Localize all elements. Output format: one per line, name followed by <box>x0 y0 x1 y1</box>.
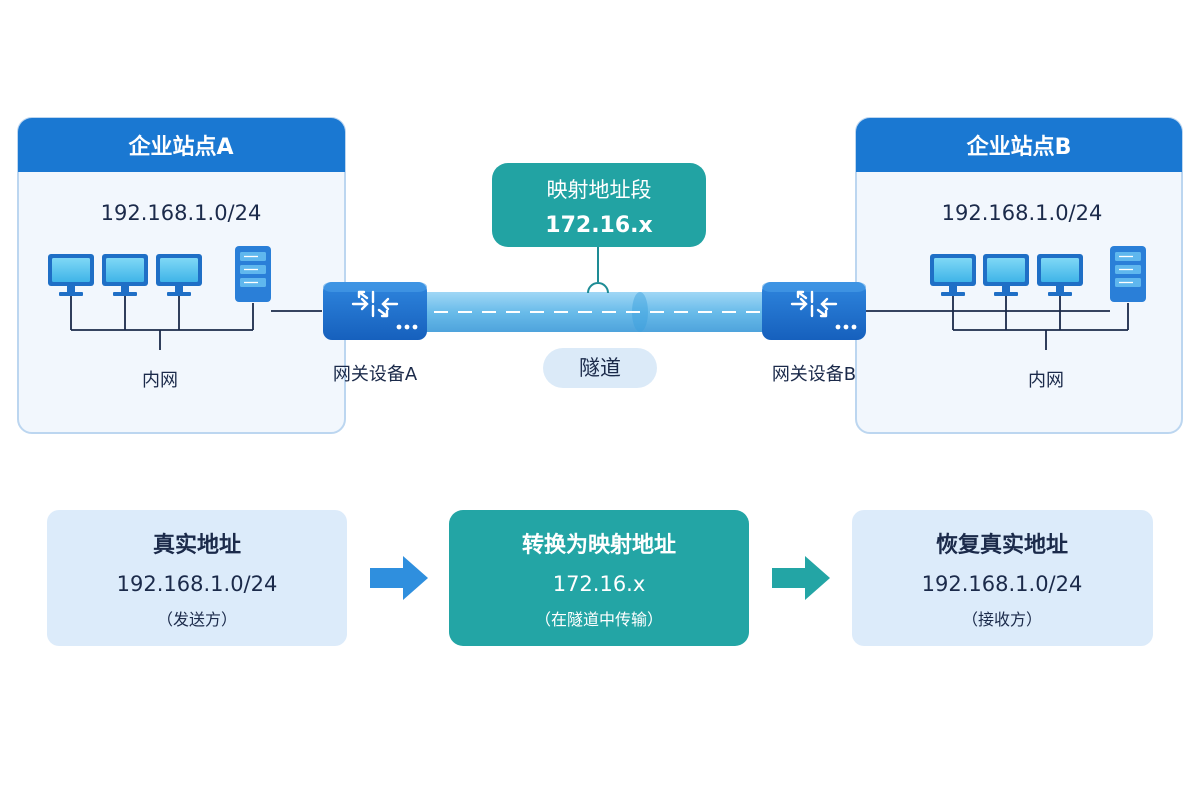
gateway-b-label: 网关设备B <box>772 364 856 385</box>
router-icon <box>760 280 868 342</box>
site-b-lan-label: 内网 <box>1028 370 1064 391</box>
tunnel: 隧道 <box>425 292 770 388</box>
site-b-subnet: 192.168.1.0/24 <box>942 201 1103 225</box>
flow-step-note: （发送方） <box>157 610 237 629</box>
mapping-callout: 映射地址段 172.16.x <box>492 163 706 294</box>
site-a-panel: 企业站点A 192.168.1.0/24 内网 <box>17 117 346 434</box>
flow-step-title: 真实地址 <box>153 532 241 558</box>
router-icon <box>321 280 429 342</box>
site-a-subnet: 192.168.1.0/24 <box>101 201 262 225</box>
site-b-header <box>856 118 1182 172</box>
tunnel-tube <box>425 292 770 332</box>
gateway-a: 网关设备A <box>321 280 429 385</box>
site-b-lan-wiring <box>952 296 1129 350</box>
mapping-box <box>492 163 706 247</box>
site-a-title: 企业站点A <box>127 134 233 160</box>
flow-step-title: 恢复真实地址 <box>936 532 1068 558</box>
flow-step-3: 恢复真实地址 192.168.1.0/24 （接收方） <box>852 510 1153 646</box>
flow-box-transit <box>449 510 749 646</box>
arrow-right-icon <box>370 556 428 600</box>
flow-box-sender <box>47 510 347 646</box>
flow-step-address: 192.168.1.0/24 <box>117 572 278 596</box>
mapping-title: 映射地址段 <box>547 178 652 202</box>
flow-step-2: 转换为映射地址 172.16.x （在隧道中传输） <box>449 510 749 646</box>
tunnel-label: 隧道 <box>579 356 621 380</box>
mapping-range: 172.16.x <box>545 213 652 238</box>
gateway-a-label: 网关设备A <box>333 364 418 385</box>
server-icon <box>1109 245 1147 303</box>
server-icon <box>234 245 272 303</box>
flow-step-title: 转换为映射地址 <box>522 532 676 558</box>
flow-step-1: 真实地址 192.168.1.0/24 （发送方） <box>47 510 347 646</box>
arrow-right-icon <box>772 556 830 600</box>
flow-step-note: （在隧道中传输） <box>535 610 663 629</box>
flow-step-address: 172.16.x <box>553 572 646 596</box>
gateway-b: 网关设备B <box>760 280 868 385</box>
flow-step-address: 192.168.1.0/24 <box>922 572 1083 596</box>
tunnel-pill <box>543 348 657 388</box>
site-b-panel: 企业站点B 192.168.1.0/24 内网 <box>855 117 1183 434</box>
site-a-lan-wiring <box>70 296 254 350</box>
flow-box-receiver <box>852 510 1153 646</box>
site-a-lan-label: 内网 <box>142 370 178 391</box>
site-b-title: 企业站点B <box>966 134 1072 160</box>
flow-step-note: （接收方） <box>962 610 1042 629</box>
site-a-header <box>18 118 345 172</box>
